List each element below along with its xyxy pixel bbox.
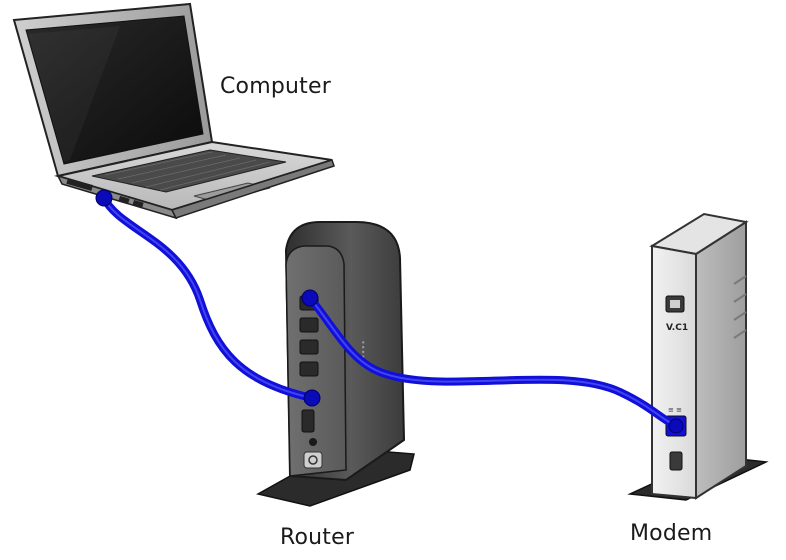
modem-port-label: V.C1 [666, 323, 688, 333]
network-cables [95, 189, 684, 434]
laptop-keyboard [91, 149, 287, 193]
router-icon: •••••• [255, 221, 415, 507]
modem-label: Modem [630, 521, 712, 546]
modem-power-port [669, 451, 683, 471]
laptop-screen [25, 15, 204, 165]
svg-text:••••••: •••••• [358, 340, 367, 368]
router-label: Router [280, 525, 355, 550]
modem-side [695, 220, 747, 500]
plug-router-wan [301, 289, 319, 307]
router-power-button [309, 438, 317, 446]
router-logo-badge [303, 451, 323, 469]
plug-modem [668, 418, 684, 434]
laptop-icon [12, 2, 335, 220]
svg-text:≡ ≡: ≡ ≡ [668, 406, 682, 414]
modem-icon: V.C1 ≡ ≡ [627, 212, 769, 501]
plug-router-lan [303, 389, 321, 407]
plug-laptop [95, 189, 113, 207]
computer-label: Computer [220, 74, 332, 99]
